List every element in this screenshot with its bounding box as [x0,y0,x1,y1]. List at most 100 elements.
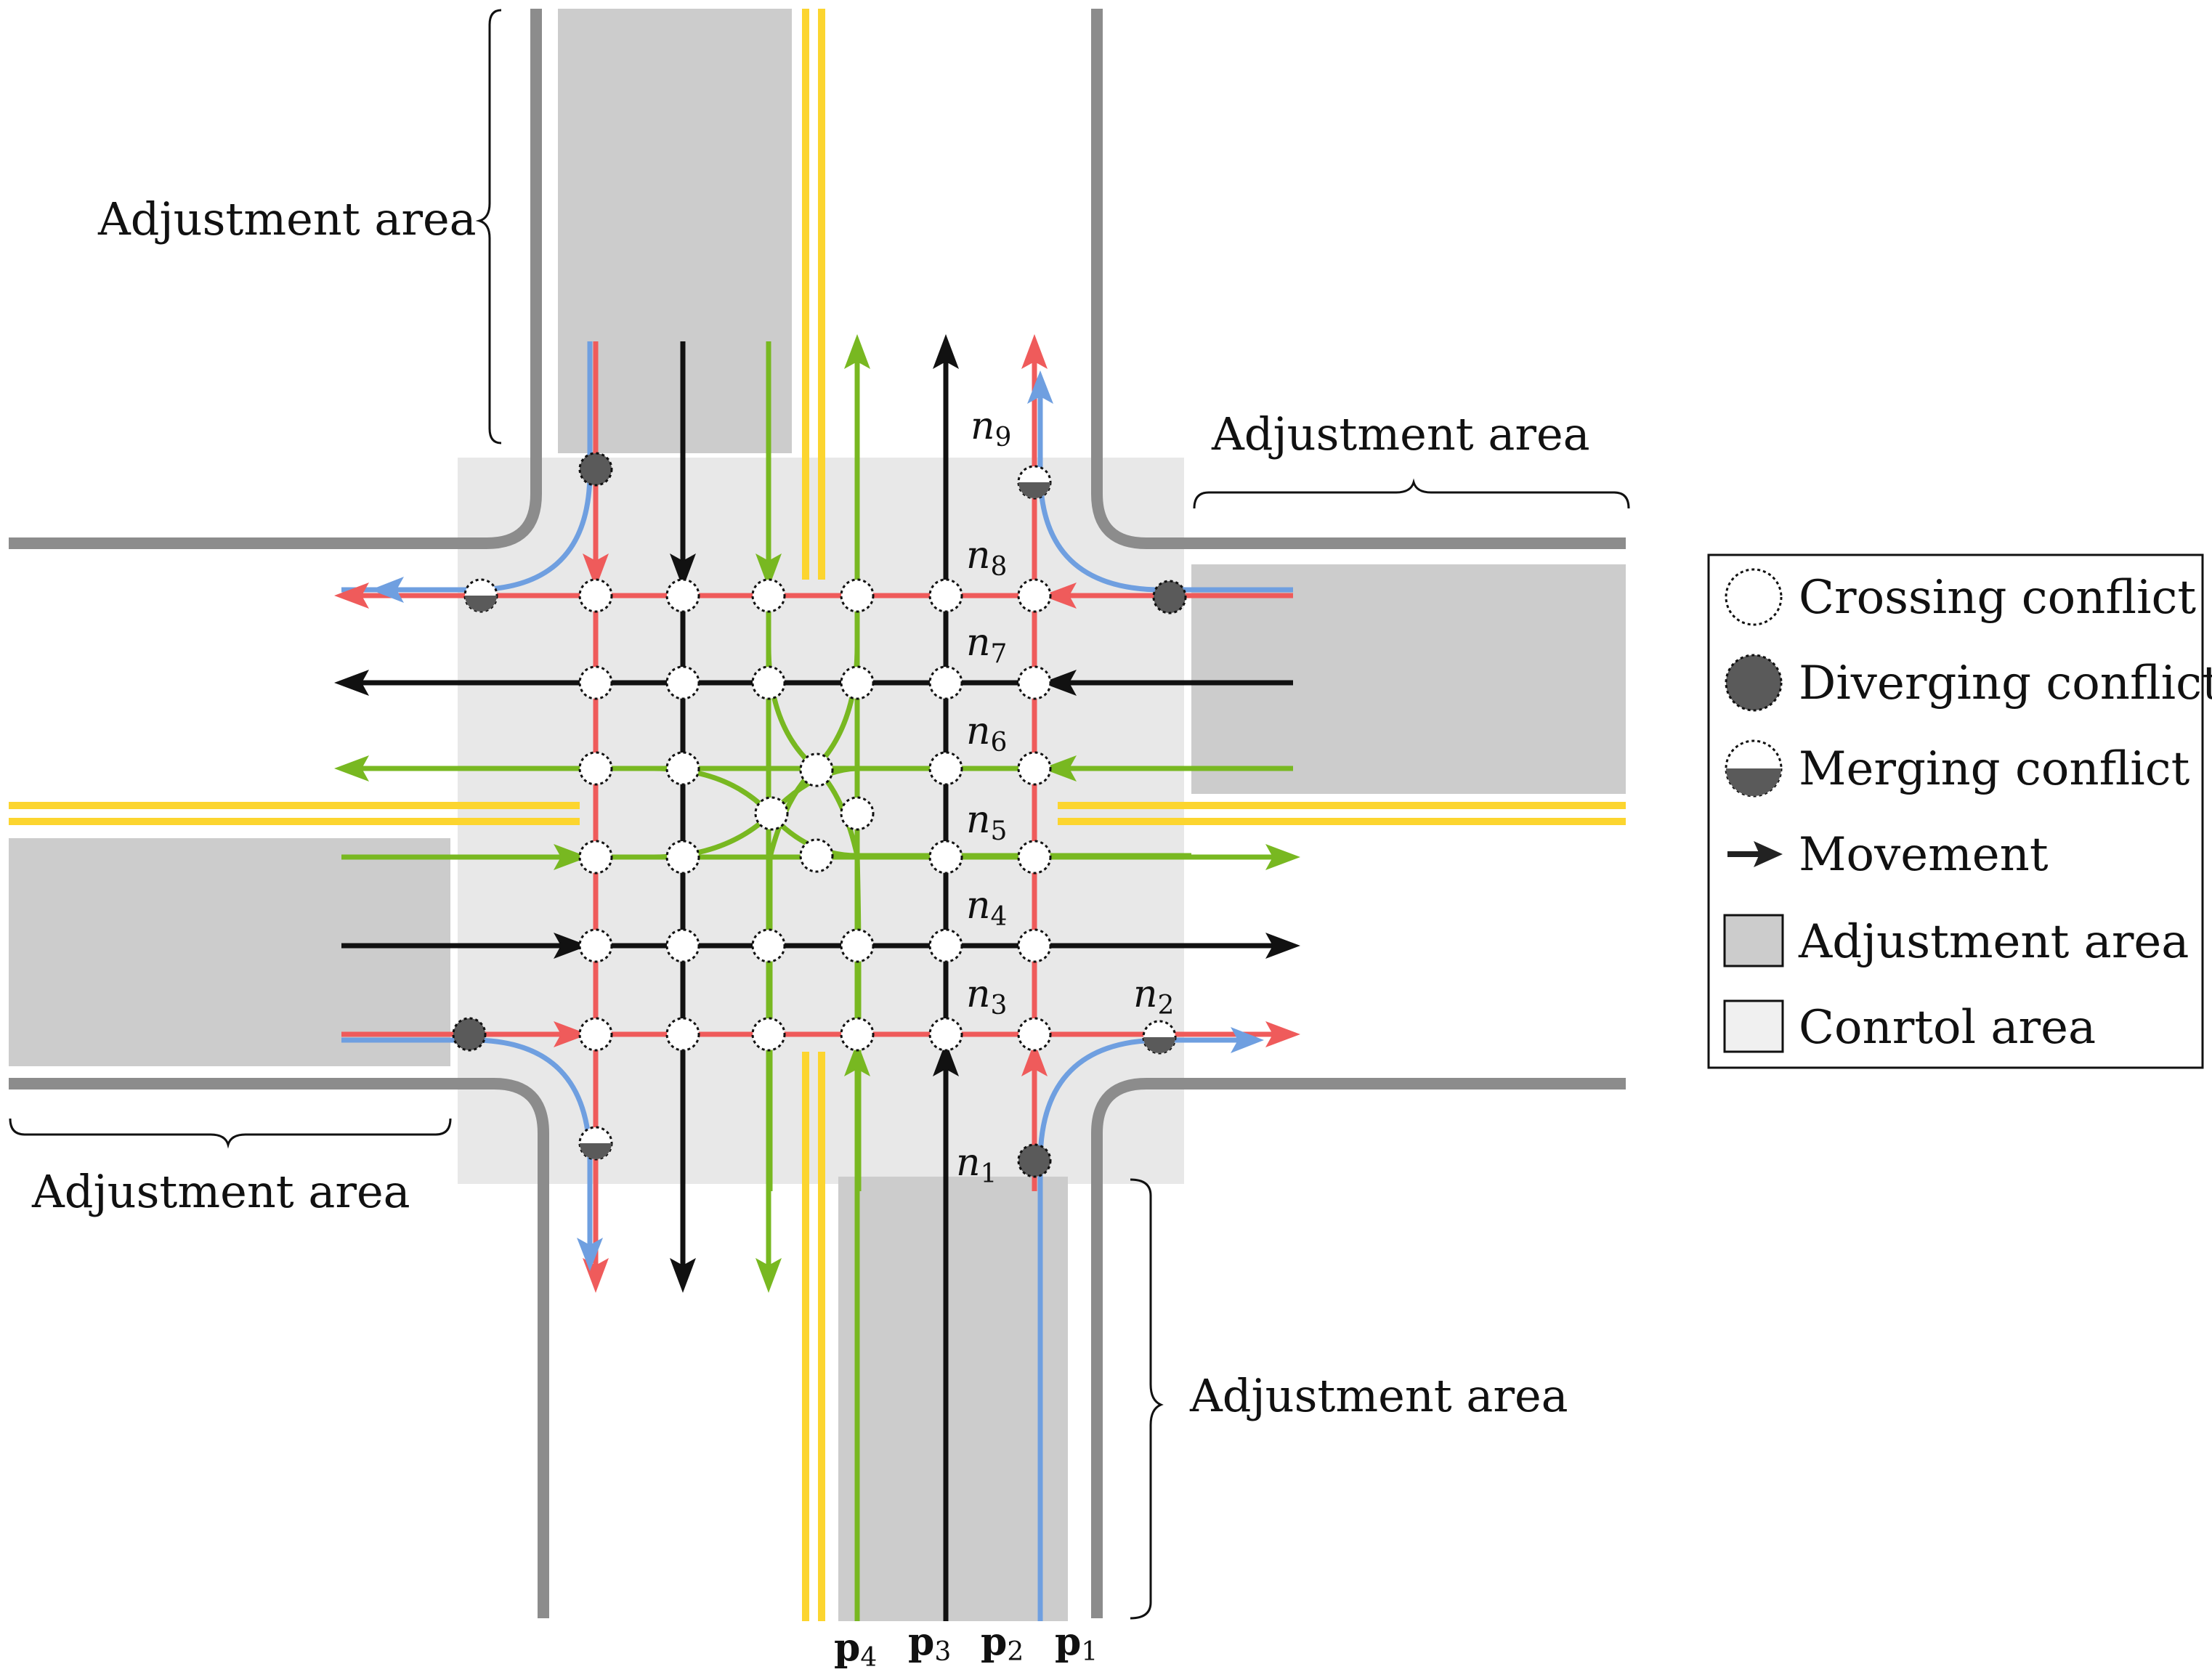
black-movements [341,341,1293,1621]
diverging-conflict [1152,580,1187,614]
crossing-conflict [840,1017,875,1052]
crossing-conflict [665,928,700,963]
crossing-conflict [928,928,963,963]
crossing-conflict [799,752,834,787]
arrow-head [1042,670,1077,696]
node-label-n9: n9 [971,405,1011,453]
legend-merging-icon [1725,739,1783,798]
adjustment-area-east [1191,564,1626,794]
legend-diverging-label: Diverging conflict [1799,657,2212,710]
legend-movement-icon [1727,841,1783,867]
legend-crossing-icon [1725,568,1783,626]
path-labels: p4 p3 p2 p1 [834,1620,1098,1673]
node-label-n5: n5 [966,798,1007,846]
legend-movement-label: Movement [1799,828,2049,882]
green-movements [341,341,1293,1621]
arrow-head [1042,583,1077,609]
node-label-n7: n7 [966,621,1007,669]
adjustment-label-north: Adjustment area [97,192,477,245]
road-edges [9,9,1626,1618]
node-label-n1: n1 [956,1141,997,1189]
adjustment-label-west: Adjustment area [31,1165,410,1218]
node-label-n3: n3 [966,973,1007,1020]
legend-diverging-icon [1725,654,1783,712]
node-label-n6: n6 [966,710,1007,758]
adjustment-area-south [838,1177,1068,1621]
adjustment-area-west [9,838,450,1066]
arrow-head [1265,1021,1300,1047]
crossing-conflict [665,751,700,786]
crossing-conflict [1017,928,1052,963]
merging-conflict [1017,465,1052,500]
crossing-conflict [840,796,875,831]
arrow-head [670,553,696,588]
crossing-conflict [578,840,613,875]
crossing-conflict [751,928,786,963]
crossing-conflict [840,665,875,700]
arrow-head [554,1021,588,1047]
arrow-head [1021,334,1048,369]
merging-conflict [463,578,498,613]
crossing-conflict [665,665,700,700]
arrow-head [755,553,782,588]
arrow-head [755,1258,782,1293]
crossing-conflict [665,578,700,613]
arrow-head [1042,755,1077,782]
crossing-conflict [578,578,613,613]
arrow-head [933,334,959,369]
node-labels: n1 n2 n3 n4 n5 n6 n7 n8 n9 [956,405,1174,1189]
arrow-head [933,1042,959,1076]
crossing-conflict [665,840,700,875]
center-lines [9,9,1626,1621]
crossing-conflicts [578,578,1052,1052]
crossing-conflict [751,578,786,613]
crossing-conflict [578,665,613,700]
crossing-conflict [578,1017,613,1052]
arrow-head [334,670,369,696]
merging-conflicts [463,465,1177,1161]
crossing-conflict [1017,578,1052,613]
path-label-p2: p2 [981,1620,1024,1667]
node-label-n4: n4 [966,884,1007,932]
legend-merging-label: Merging conflict [1799,742,2190,796]
arrow-head [577,1238,603,1271]
crossing-conflict [799,838,834,873]
crossing-conflict [578,928,613,963]
crossing-conflict [751,665,786,700]
crossing-conflict [1017,665,1052,700]
crossing-conflict [1017,840,1052,875]
legend-control-icon [1723,999,1784,1053]
merging-conflict [578,1126,613,1161]
diverging-conflict [1017,1143,1052,1178]
arrow-head [554,844,588,870]
arrow-head [844,1042,870,1076]
legend-adjustment-icon [1723,914,1784,967]
arrow-head [1265,844,1300,870]
path-label-p1: p1 [1055,1620,1098,1667]
arrow-head [844,334,870,369]
adjustment-area-north [558,9,792,453]
crossing-conflict [928,578,963,613]
arrow-heads [334,334,1300,1293]
arrow-head [370,577,404,603]
arrow-head [334,755,369,782]
arrow-head [1265,933,1300,959]
crossing-conflict [578,751,613,786]
crossing-conflict [928,665,963,700]
node-label-n2: n2 [1133,973,1174,1020]
arrow-head [554,933,588,959]
path-label-p4: p4 [834,1626,877,1673]
crossing-conflict [840,578,875,613]
arrow-head [1021,1042,1048,1076]
diverging-conflict [578,452,613,487]
crossing-conflict [751,1017,786,1052]
diverging-conflict [452,1017,487,1052]
arrow-head [334,583,369,609]
legend-crossing-label: Crossing conflict [1799,571,2196,625]
arrow-head [670,1258,696,1293]
legend-box [1707,553,2204,1069]
adjustment-label-east: Adjustment area [1211,407,1590,460]
crossing-conflict [928,840,963,875]
arrow-head [1231,1027,1264,1053]
